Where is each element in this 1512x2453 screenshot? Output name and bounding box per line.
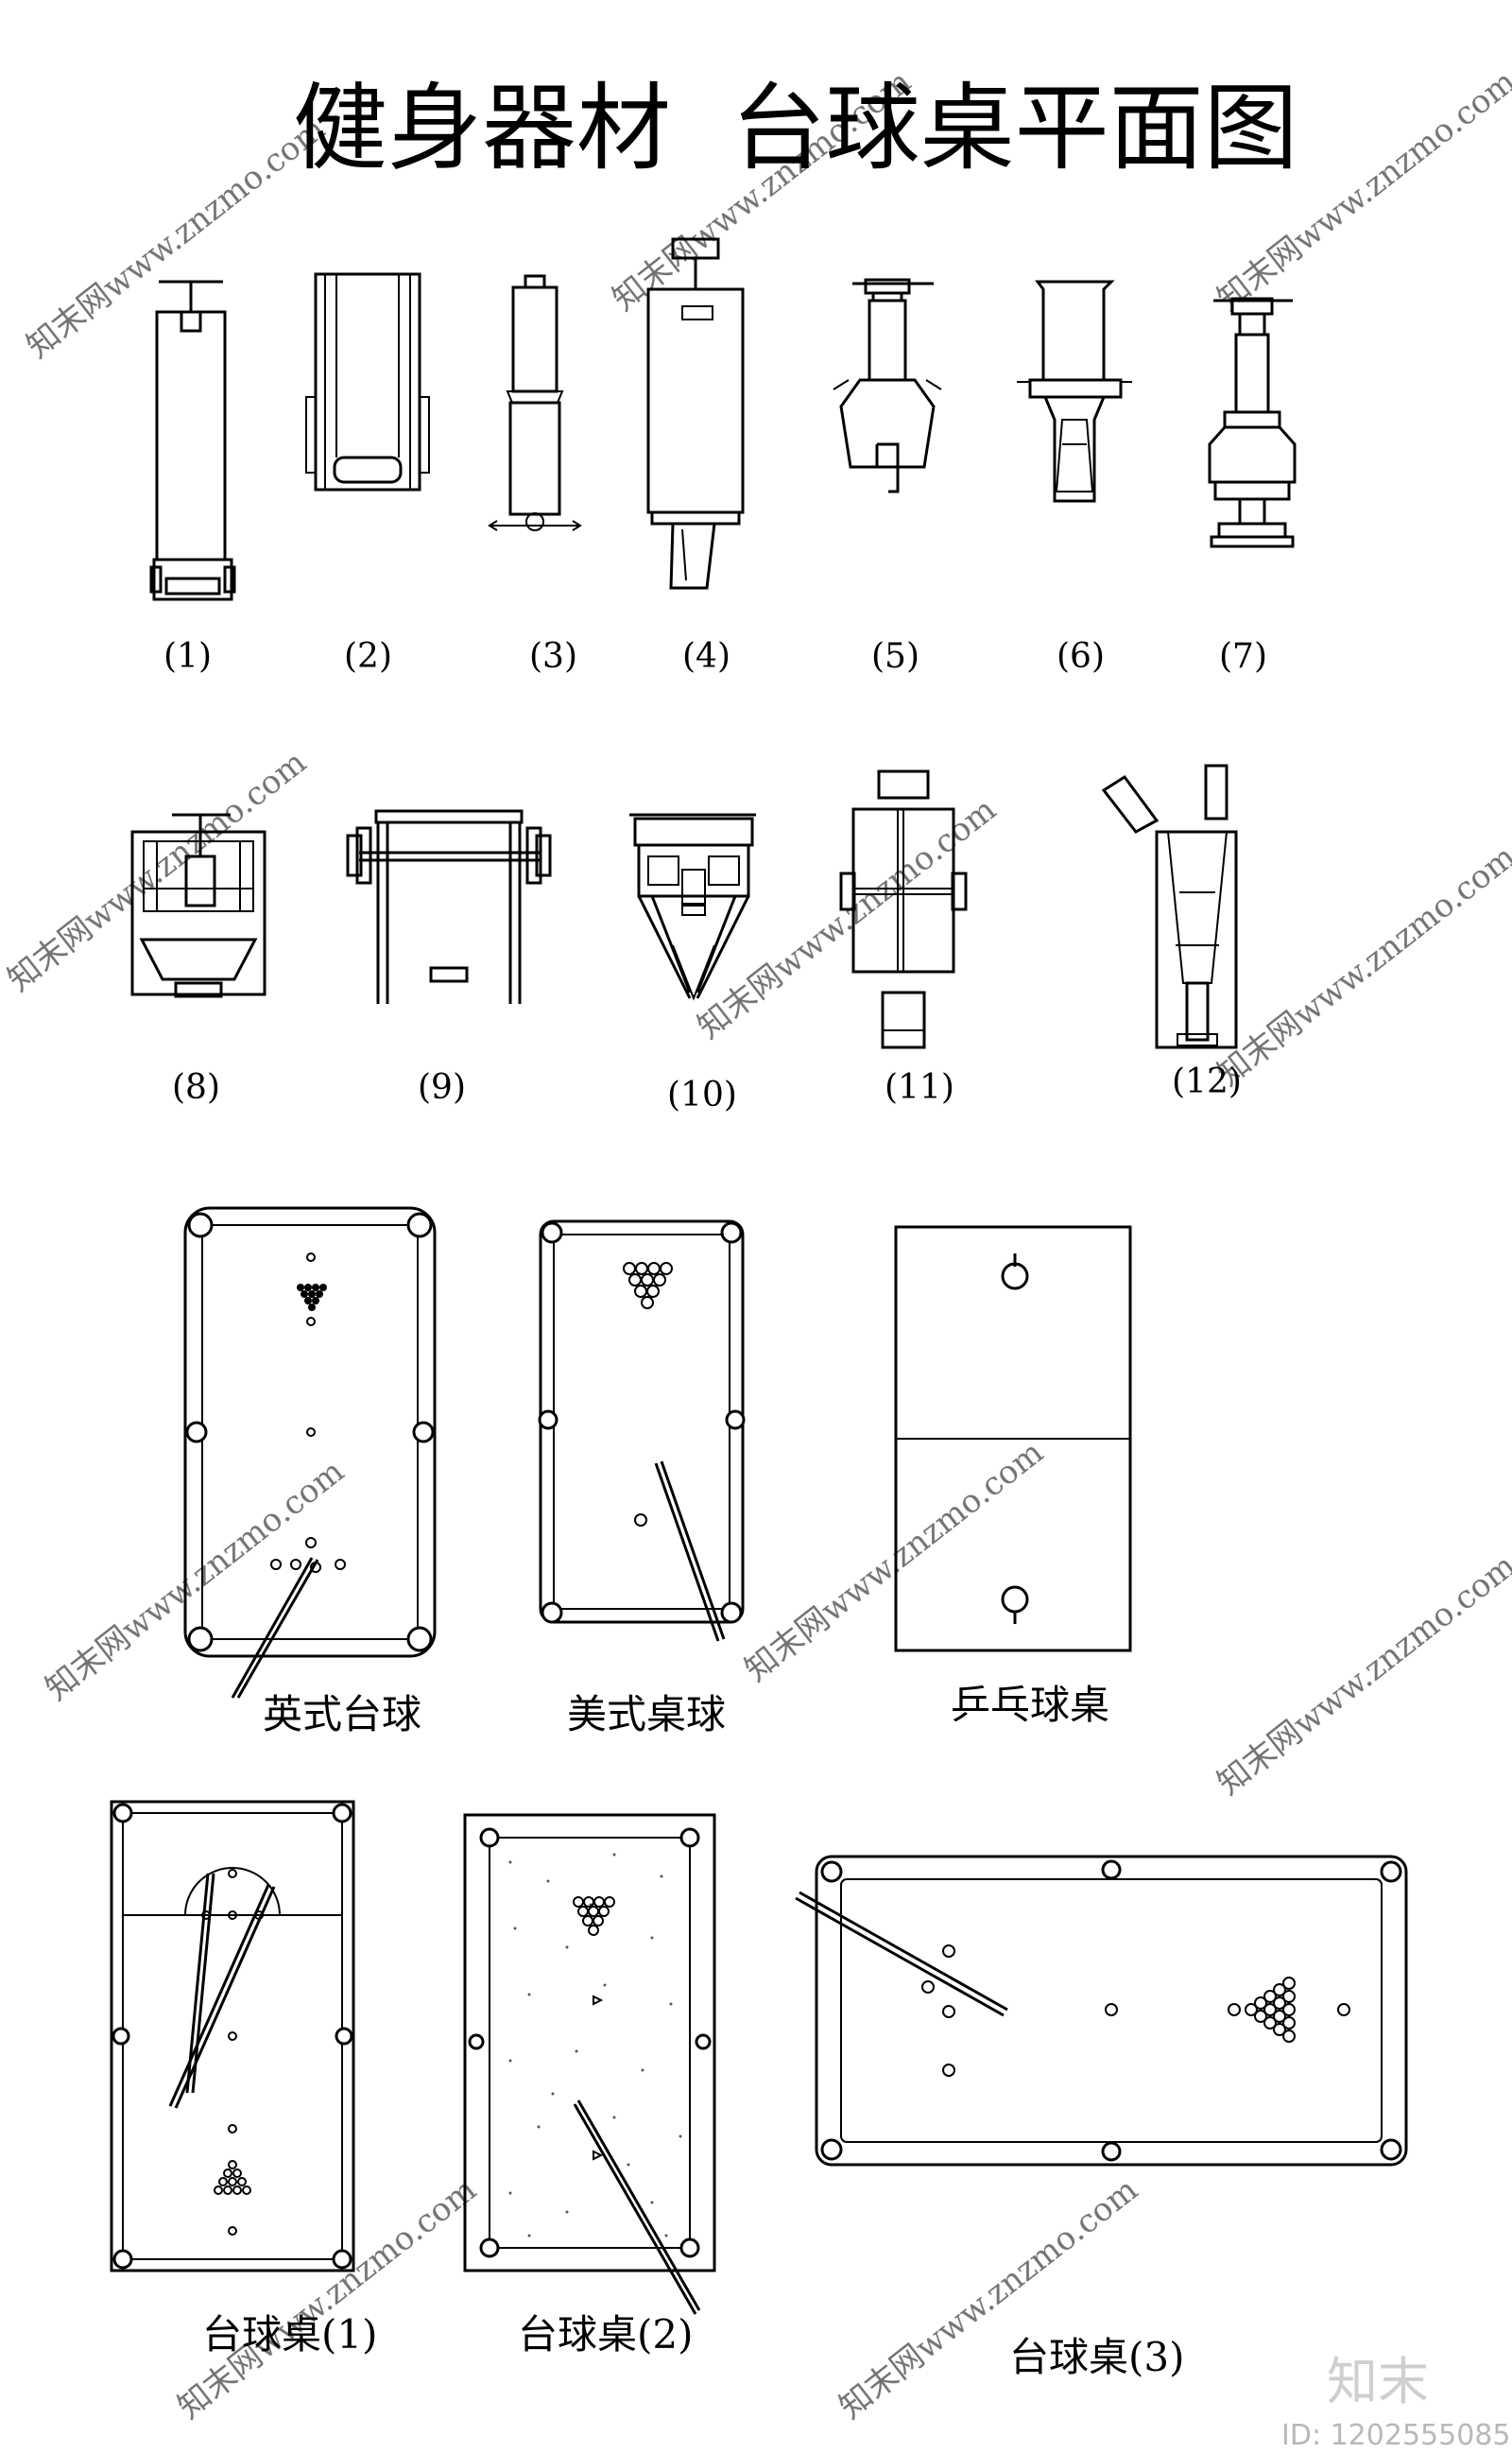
billiard-table-2-label: 台球桌(2) xyxy=(518,2311,694,2358)
english-billiards-label: 英式台球 xyxy=(263,1691,421,1737)
equipment-label: (9) xyxy=(418,1068,466,1107)
watermark-text: 知末网www.znzmo.com xyxy=(1211,838,1512,1094)
billiard-table-3-label: 台球桌(3) xyxy=(1009,2334,1185,2380)
ping-pong-table xyxy=(894,1225,1132,1652)
table-label-row-3: 英式台球 美式桌球 乒乓球桌 xyxy=(263,1682,1109,1737)
watermark-text: 知末网www.znzmo.com xyxy=(1211,1546,1512,1803)
billiard-table-3 xyxy=(795,1855,1408,2167)
equipment-5 xyxy=(833,278,942,493)
equipment-label: (11) xyxy=(885,1068,954,1107)
cue-stick xyxy=(168,1884,276,2109)
ball-rack xyxy=(297,1284,327,1311)
equipment-label-row-1: (1) (2) (3) (4) (5) (6) (7) xyxy=(163,637,1267,676)
table-label-row-4: 台球桌(1) 台球桌(2) 台球桌(3) xyxy=(202,2311,1185,2380)
brand-watermark: 知末 xyxy=(1327,2352,1429,2411)
equipment-10 xyxy=(629,813,756,1001)
equipment-label: (5) xyxy=(871,637,919,676)
cue-stick xyxy=(573,2099,701,2315)
equipment-4 xyxy=(646,237,745,590)
billiard-table-2 xyxy=(463,1813,716,2315)
equipment-label: (2) xyxy=(344,637,392,676)
equipment-6 xyxy=(1017,280,1132,503)
english-billiards-table xyxy=(183,1206,437,1699)
image-id: ID: 1202555085 xyxy=(1281,2419,1510,2452)
watermark-pattern: 知末网www.znzmo.com 知末网www.znzmo.com 知末网www… xyxy=(1,62,1512,2427)
equipment-label: (1) xyxy=(163,637,212,676)
ball-rack xyxy=(573,1896,615,1936)
equipment-label: (3) xyxy=(529,637,577,676)
equipment-11 xyxy=(839,769,968,1049)
cue-stick xyxy=(185,1873,215,2094)
billiard-table-1 xyxy=(110,1800,355,2272)
equipment-3 xyxy=(488,274,582,531)
watermark-text: 知末网www.znzmo.com xyxy=(20,110,333,366)
ping-pong-label: 乒乓球桌 xyxy=(951,1682,1109,1728)
watermark-text: 知末网www.znzmo.com xyxy=(171,2170,484,2427)
equipment-label: (4) xyxy=(682,637,730,676)
equipment-8 xyxy=(130,813,266,998)
watermark-text: 知末网www.znzmo.com xyxy=(833,2170,1145,2427)
cue-stick xyxy=(654,1460,726,1642)
ball-rack xyxy=(623,1262,673,1309)
american-pool-table xyxy=(538,1219,746,1642)
cue-stick xyxy=(795,1891,1008,2017)
ball-rack xyxy=(214,2160,251,2195)
equipment-label: (6) xyxy=(1057,637,1105,676)
cue-stick xyxy=(231,1557,319,1699)
equipment-label: (7) xyxy=(1219,637,1267,676)
equipment-label-row-2: (8) (9) (10) (11) (12) xyxy=(172,1062,1242,1114)
american-pool-label: 美式桌球 xyxy=(567,1691,726,1737)
equipment-label: (10) xyxy=(667,1076,737,1114)
page-title: 健身器材 台球桌平面图 xyxy=(293,73,1298,183)
equipment-label: (12) xyxy=(1172,1062,1242,1101)
equipment-1 xyxy=(149,280,236,601)
ball-rack xyxy=(1245,1977,1296,2043)
equipment-9 xyxy=(346,809,552,1004)
equipment-7 xyxy=(1208,297,1297,548)
equipment-label: (8) xyxy=(172,1068,220,1107)
equipment-2 xyxy=(305,272,430,492)
billiard-table-1-label: 台球桌(1) xyxy=(202,2311,378,2358)
felt-speckle xyxy=(508,1853,682,2237)
equipment-12 xyxy=(1101,764,1238,1049)
